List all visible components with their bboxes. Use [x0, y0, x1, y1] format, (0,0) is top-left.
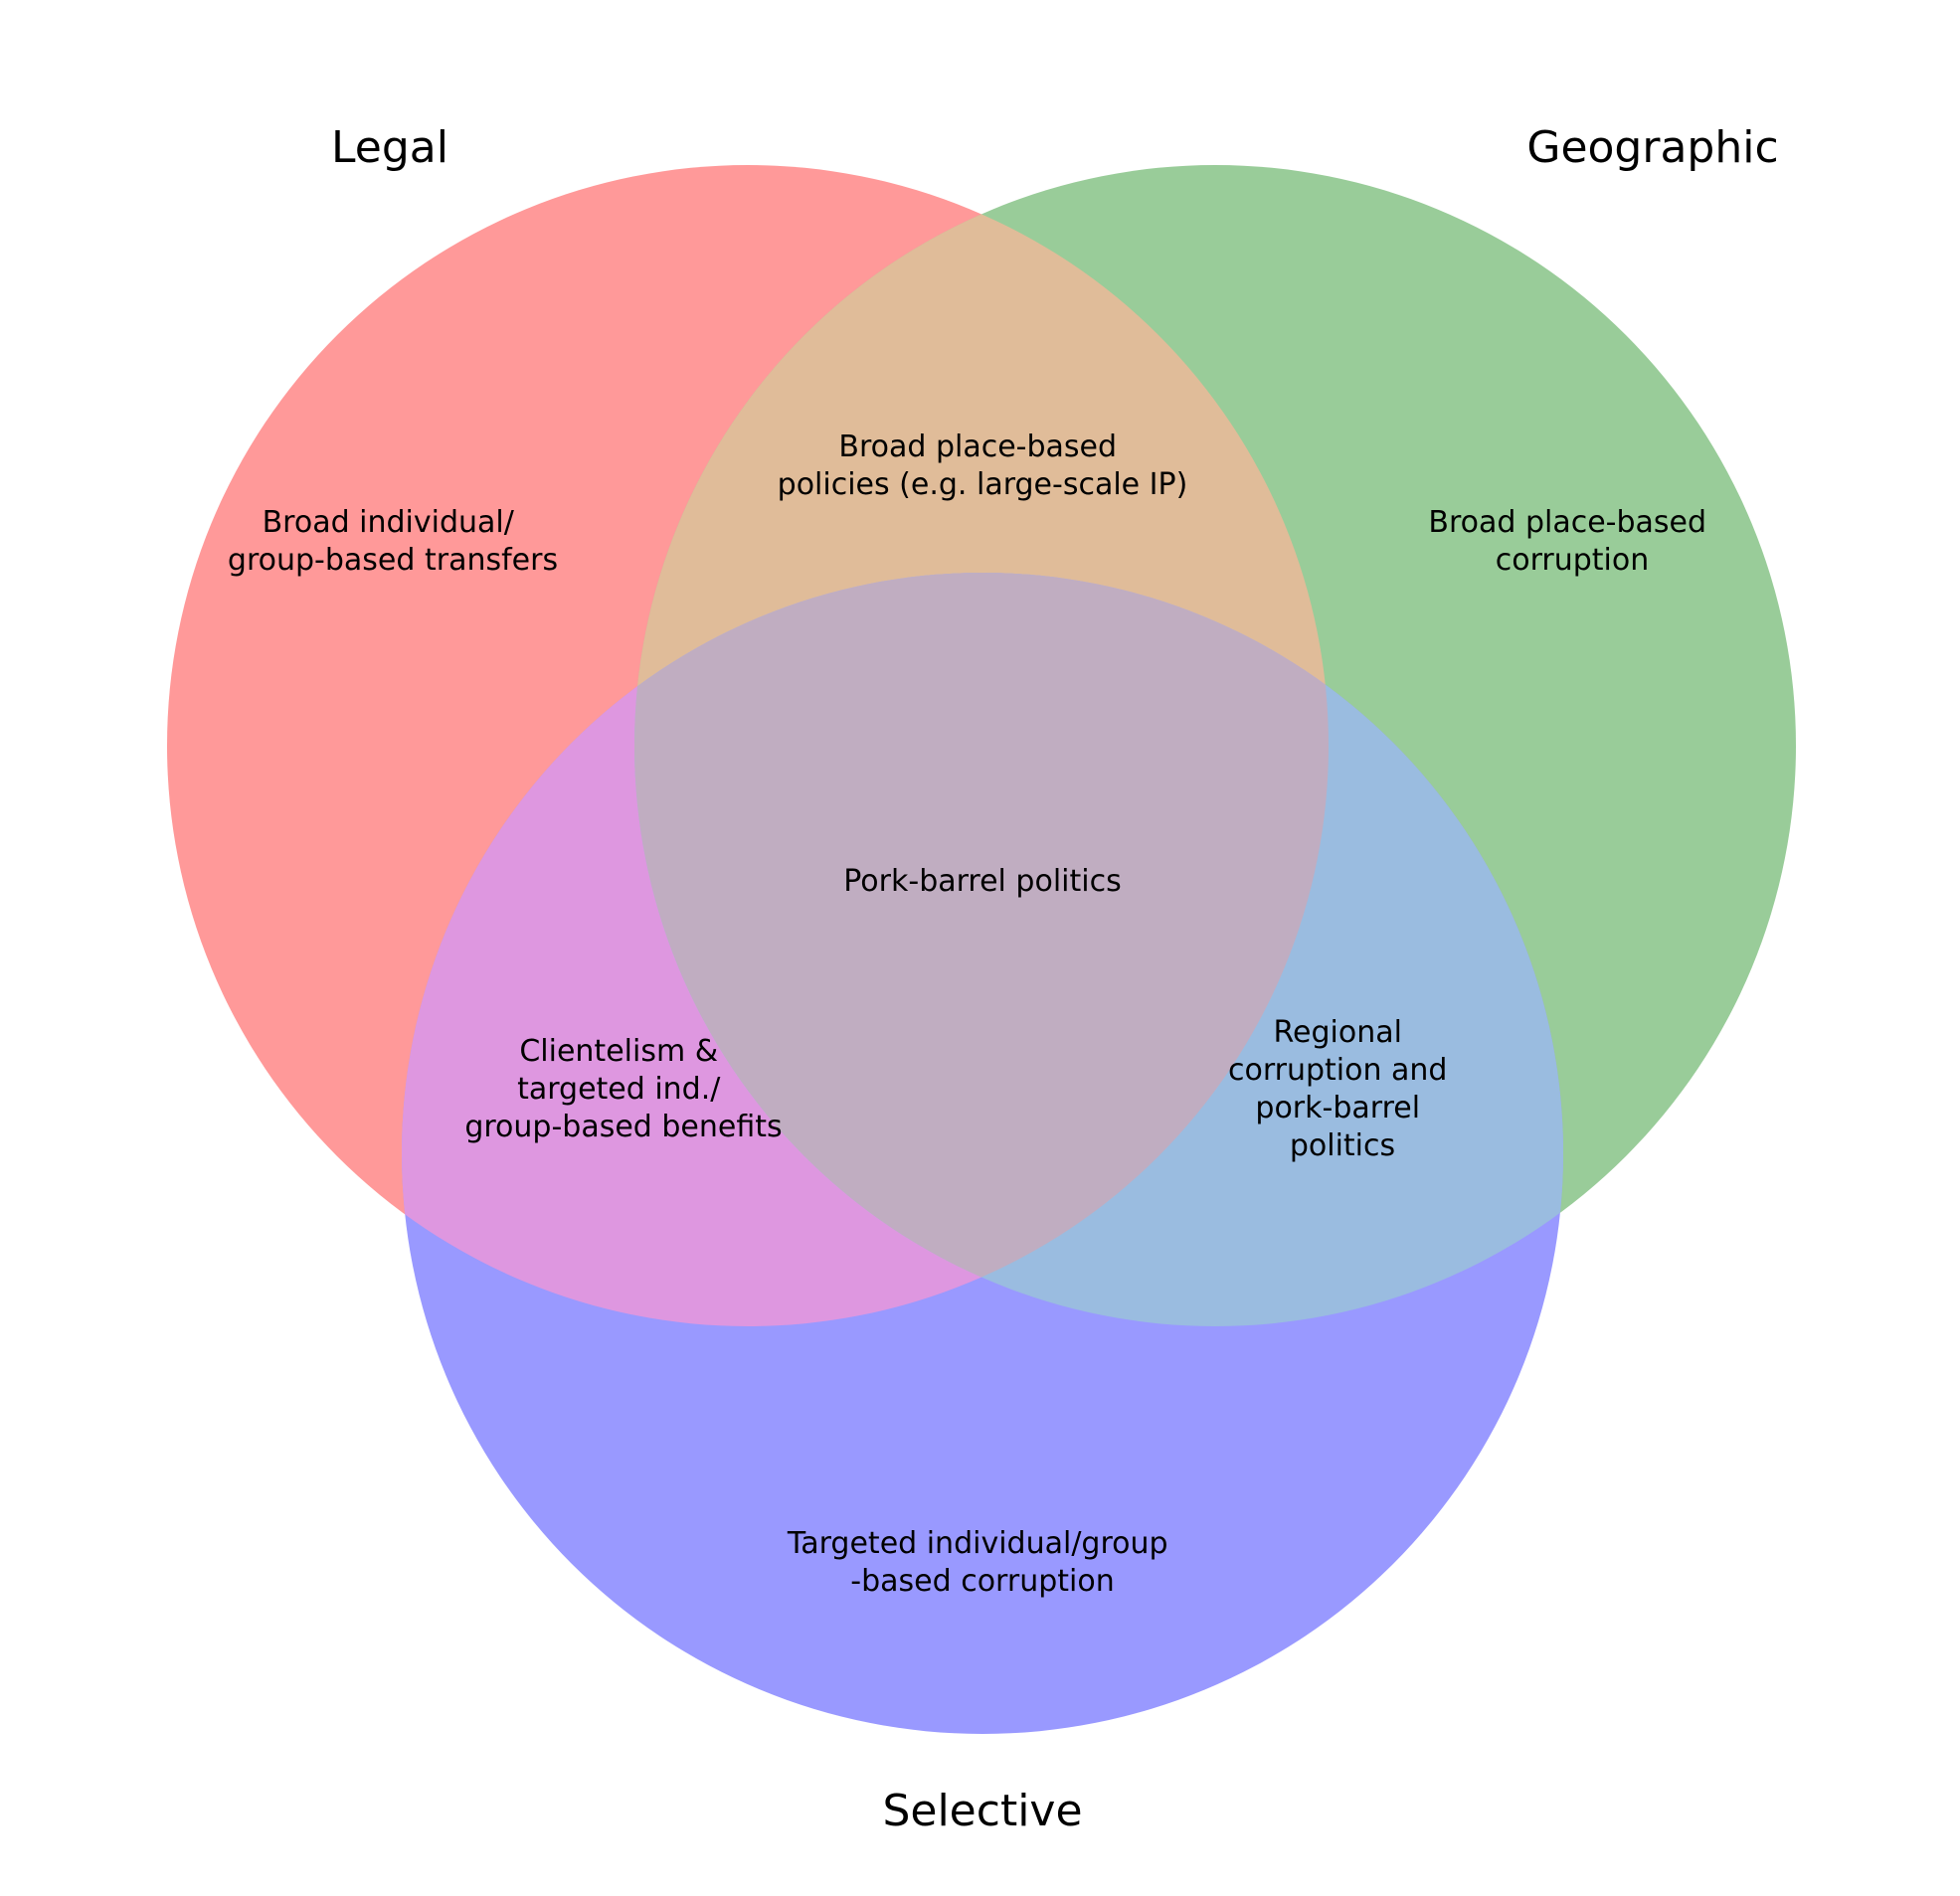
region-center: Pork-barrel politics	[843, 864, 1121, 899]
region-legal-only: Broad individual/ group-based transfers	[228, 505, 558, 578]
center-overlap	[634, 573, 1329, 1326]
region-geographic-only: Broad place-based corruption	[1428, 505, 1715, 578]
region-geographic-selective: Regional corruption and pork-barrel poli…	[1228, 1015, 1457, 1163]
region-selective-only: Targeted individual/group -based corrupt…	[787, 1526, 1177, 1599]
region-legal-selective: Clientelism & targeted ind./ group-based…	[464, 1034, 782, 1144]
set-title-selective: Selective	[882, 1786, 1082, 1836]
region-legal-geographic: Broad place-based policies (e.g. large-s…	[778, 430, 1188, 502]
set-title-geographic: Geographic	[1526, 122, 1778, 173]
set-title-legal: Legal	[331, 122, 448, 173]
